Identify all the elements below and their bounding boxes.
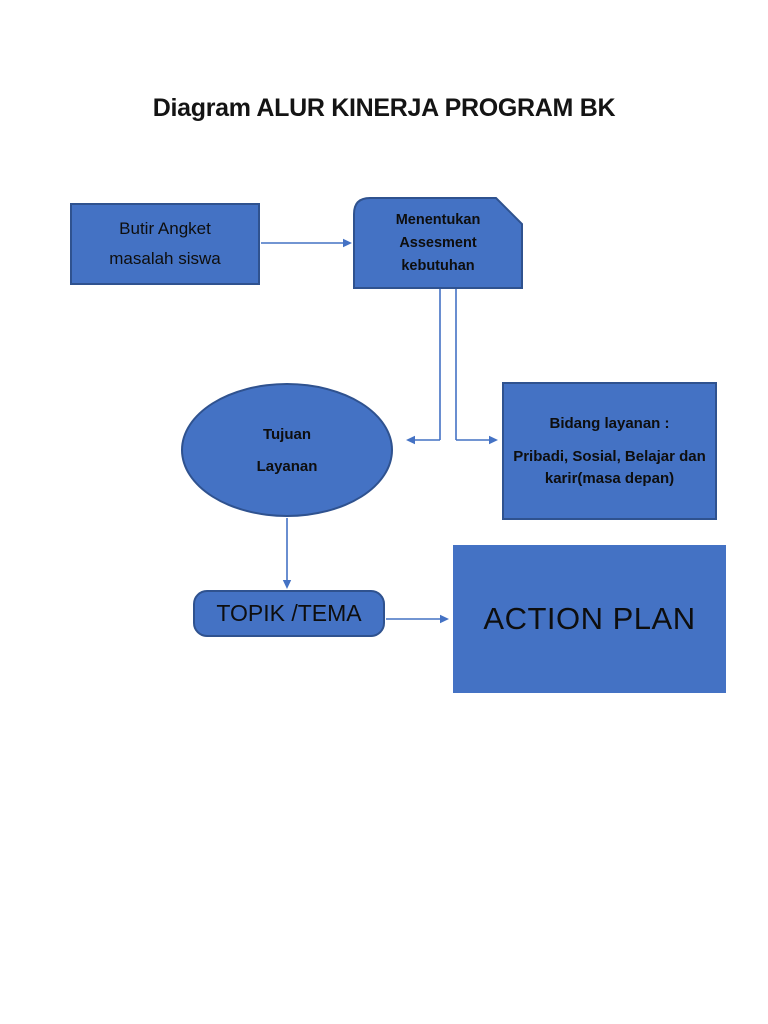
node-menentukan-assesment-label: Menentukan Assesment kebutuhan bbox=[395, 211, 481, 274]
node-menentukan-assesment: Menentukan Assesment kebutuhan bbox=[353, 197, 523, 289]
snip-round-rect-shape bbox=[353, 197, 523, 289]
connector-assessment-to-bidang bbox=[455, 289, 498, 445]
node-butir-angket: Butir Angket masalah siswa bbox=[70, 203, 260, 285]
diagram-title: Diagram ALUR KINERJA PROGRAM BK bbox=[152, 94, 616, 122]
connector-assessment-to-tujuan bbox=[406, 289, 441, 445]
connector-tujuan-to-topik bbox=[282, 518, 292, 589]
node-action-plan: ACTION PLAN bbox=[453, 545, 726, 693]
node-butir-angket-label: Butir Angket masalah siswa bbox=[109, 219, 221, 268]
connector-butir-to-assessment bbox=[261, 238, 352, 248]
node-tujuan-layanan: Tujuan Layanan bbox=[181, 383, 393, 517]
node-topik-tema: TOPIK /TEMA bbox=[193, 590, 385, 637]
node-bidang-layanan: Bidang layanan : Pribadi, Sosial, Belaja… bbox=[502, 382, 717, 520]
connector-topik-to-action bbox=[386, 614, 449, 624]
